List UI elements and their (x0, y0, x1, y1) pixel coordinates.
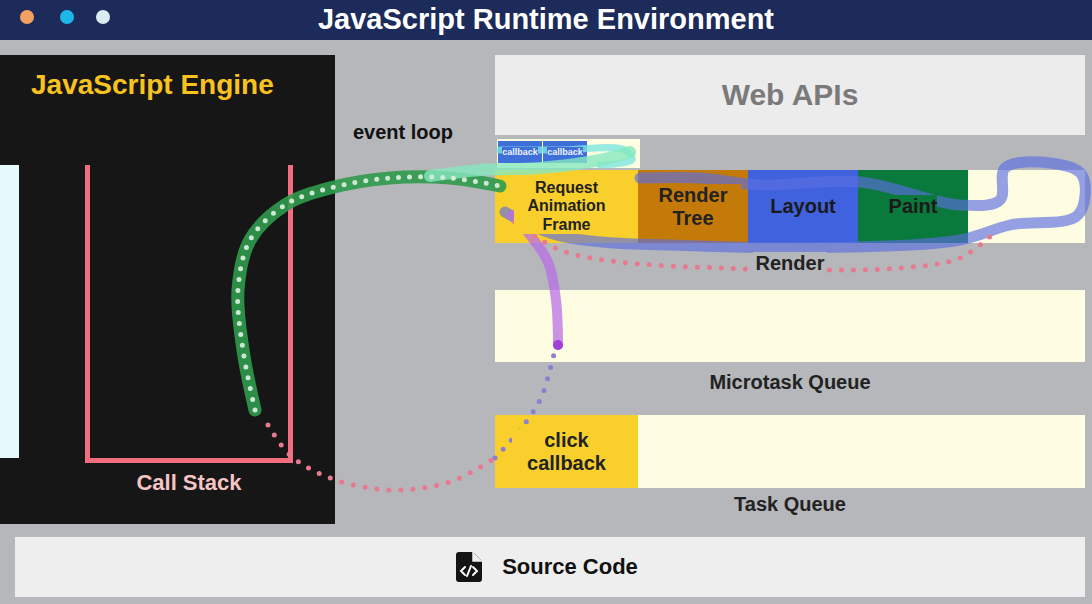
layout-box: Layout (748, 170, 858, 243)
event-loop-dots (268, 425, 495, 490)
event-loop-stroke (238, 177, 500, 410)
box-heading: JavaScript Engine (28, 69, 277, 101)
render-tree-box: Render Tree (638, 170, 748, 243)
annotation-label: event loop (350, 121, 456, 144)
file-fold (473, 552, 482, 561)
source-code-bar: Source Code (15, 537, 1085, 597)
callback-box: callback (498, 141, 542, 163)
page-title: JavaScript Runtime Environment (0, 2, 1092, 36)
click-callback-box: click callback (495, 415, 638, 488)
callback-box: callback (543, 141, 587, 163)
window-dot (20, 10, 34, 24)
title-bar (0, 0, 1092, 40)
event-loop-dots (238, 177, 500, 410)
code-file-icon (456, 552, 482, 582)
box-heading: Render (753, 252, 828, 275)
callback-scribble (500, 148, 632, 165)
render-scribble (505, 162, 1085, 248)
microtask-queue: Microtask Queue (495, 290, 1085, 362)
event-loop-dots (515, 222, 995, 270)
window-dot (96, 10, 110, 24)
box-label: Request Animation Frame (514, 179, 619, 234)
box-label: Render Tree (646, 184, 741, 230)
event-loop-dots (495, 345, 556, 458)
microtask-stroke (512, 215, 558, 345)
event-loop-stroke (430, 152, 630, 176)
box-label: callback (502, 147, 538, 157)
side-panel (0, 165, 19, 458)
raf-box: Request Animation Frame (495, 170, 638, 243)
box-heading: Task Queue (731, 493, 849, 516)
code-glyph (461, 566, 477, 576)
box-heading: Call Stack (133, 470, 244, 495)
callback-strip (497, 139, 640, 168)
engine-panel: JavaScript EngineCall Stack (0, 55, 335, 524)
call-stack: Call Stack (85, 165, 293, 463)
task-queue: Task Queueclick callback (495, 415, 1085, 488)
render-band: RenderRequest Animation FrameRender Tree… (495, 170, 1085, 243)
box-label: Web APIs (722, 78, 859, 113)
box-label: click callback (512, 429, 622, 475)
paint-box: Paint (858, 170, 968, 243)
web-apis-box: Web APIs (495, 55, 1085, 135)
box-label: Paint (889, 195, 938, 218)
box-label: Layout (770, 195, 836, 218)
stroke-end-dot (553, 340, 563, 350)
file-shape (456, 552, 482, 582)
box-heading: Microtask Queue (706, 371, 873, 394)
window-dot (60, 10, 74, 24)
box-label: Source Code (502, 554, 638, 579)
box-label: callback (547, 147, 583, 157)
